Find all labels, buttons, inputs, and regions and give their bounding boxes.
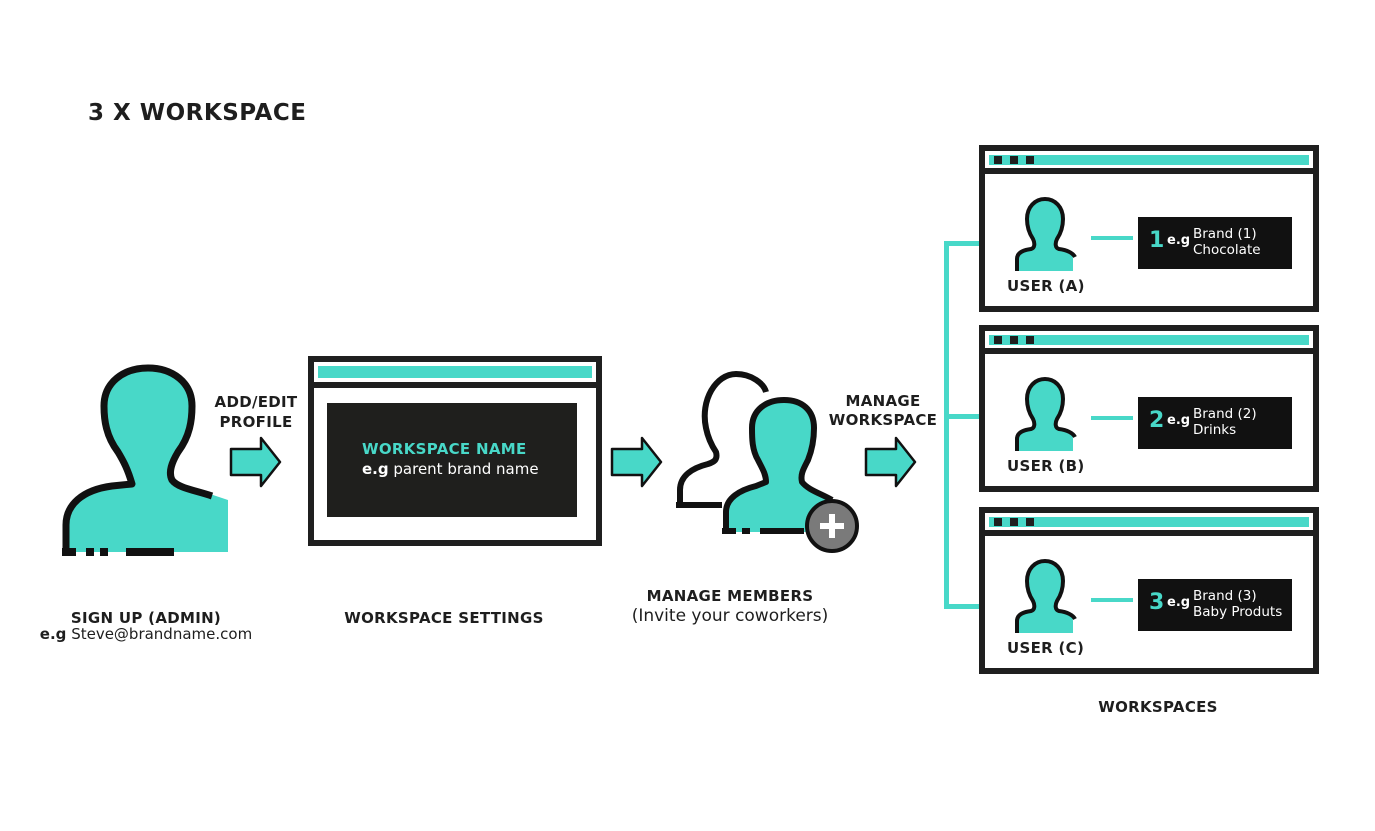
brand-product: Chocolate <box>1193 242 1261 258</box>
brand-number: 1 <box>1149 228 1165 253</box>
workspace-settings-window: WORKSPACE NAME e.g parent brand name <box>308 356 602 546</box>
manage-members-label: MANAGE MEMBERS <box>646 587 814 605</box>
user-label: USER (C) <box>1007 639 1085 657</box>
window-dot <box>994 336 1002 344</box>
user-connector <box>1091 236 1133 240</box>
window-dot <box>1010 518 1018 526</box>
user-icon <box>1015 559 1077 633</box>
window-dot <box>1026 156 1034 164</box>
arrow-right-icon <box>610 436 663 488</box>
arrow1-label-line2: PROFILE <box>219 413 293 431</box>
brand-box: 3 e.g Brand (3) Baby Produts <box>1138 579 1292 631</box>
arrow1-label-line1: ADD/EDIT <box>214 393 298 411</box>
brand-product: Baby Produts <box>1193 604 1283 620</box>
window-divider <box>985 348 1313 354</box>
brand-name: Brand (2) <box>1193 406 1257 422</box>
workspace-bracket <box>944 241 980 609</box>
user-connector <box>1091 416 1133 420</box>
window-title-bar <box>318 366 592 378</box>
user-icon <box>1015 197 1077 271</box>
workspace-settings-label: WORKSPACE SETTINGS <box>344 609 544 627</box>
brand-eg: e.g <box>1167 233 1191 248</box>
workspaces-label: WORKSPACES <box>1098 698 1218 716</box>
signup-eg-value: Steve@brandname.com <box>71 625 253 643</box>
brand-name: Brand (3) <box>1193 588 1257 604</box>
page-title: 3 X WORKSPACE <box>88 100 307 126</box>
window-title-bar <box>989 155 1309 165</box>
window-title-bar <box>989 517 1309 527</box>
window-divider <box>985 530 1313 536</box>
brand-name: Brand (1) <box>1193 226 1257 242</box>
arrow3-label-line2: WORKSPACE <box>828 411 938 429</box>
signup-label: SIGN UP (ADMIN) <box>70 609 222 627</box>
user-icon <box>62 364 228 556</box>
window-dot <box>1010 336 1018 344</box>
workspace-eg-prefix: e.g <box>362 460 389 478</box>
arrow-right-icon <box>864 436 917 488</box>
workspace-name-example: e.g parent brand name <box>362 460 539 478</box>
window-divider <box>314 382 596 388</box>
window-dot <box>1010 156 1018 164</box>
add-user-group-icon <box>676 371 836 534</box>
brand-number: 2 <box>1149 408 1165 433</box>
workspace-eg-value: parent brand name <box>393 460 539 478</box>
window-title-bar <box>989 335 1309 345</box>
window-dot <box>994 518 1002 526</box>
brand-box: 2 e.g Brand (2) Drinks <box>1138 397 1292 449</box>
window-divider <box>985 168 1313 174</box>
add-edit-profile-label: ADD/EDIT PROFILE <box>204 392 308 432</box>
window-dot <box>1026 518 1034 526</box>
user-icon <box>1015 377 1077 451</box>
user-label: USER (B) <box>1007 457 1085 475</box>
workspace-window-b: USER (B) 2 e.g Brand (2) Drinks <box>979 325 1319 492</box>
brand-product: Drinks <box>1193 422 1237 438</box>
brand-number: 3 <box>1149 590 1165 615</box>
manage-workspace-label: MANAGE WORKSPACE <box>822 392 944 430</box>
window-dot <box>1026 336 1034 344</box>
window-dot <box>994 156 1002 164</box>
user-label: USER (A) <box>1007 277 1085 295</box>
manage-members-sub: (Invite your coworkers) <box>631 606 829 626</box>
add-circle-icon <box>805 499 859 553</box>
workspace-name-heading: WORKSPACE NAME <box>362 440 527 458</box>
signup-example: e.g Steve@brandname.com <box>30 625 262 643</box>
signup-eg-prefix: e.g <box>39 625 67 643</box>
workspace-name-panel: WORKSPACE NAME e.g parent brand name <box>327 403 577 517</box>
workspace-window-a: USER (A) 1 e.g Brand (1) Chocolate <box>979 145 1319 312</box>
brand-box: 1 e.g Brand (1) Chocolate <box>1138 217 1292 269</box>
arrow3-label-line1: MANAGE <box>845 392 921 410</box>
brand-eg: e.g <box>1167 595 1191 610</box>
user-connector <box>1091 598 1133 602</box>
arrow-right-icon <box>229 436 282 488</box>
workspace-window-c: USER (C) 3 e.g Brand (3) Baby Produts <box>979 507 1319 674</box>
brand-eg: e.g <box>1167 413 1191 428</box>
